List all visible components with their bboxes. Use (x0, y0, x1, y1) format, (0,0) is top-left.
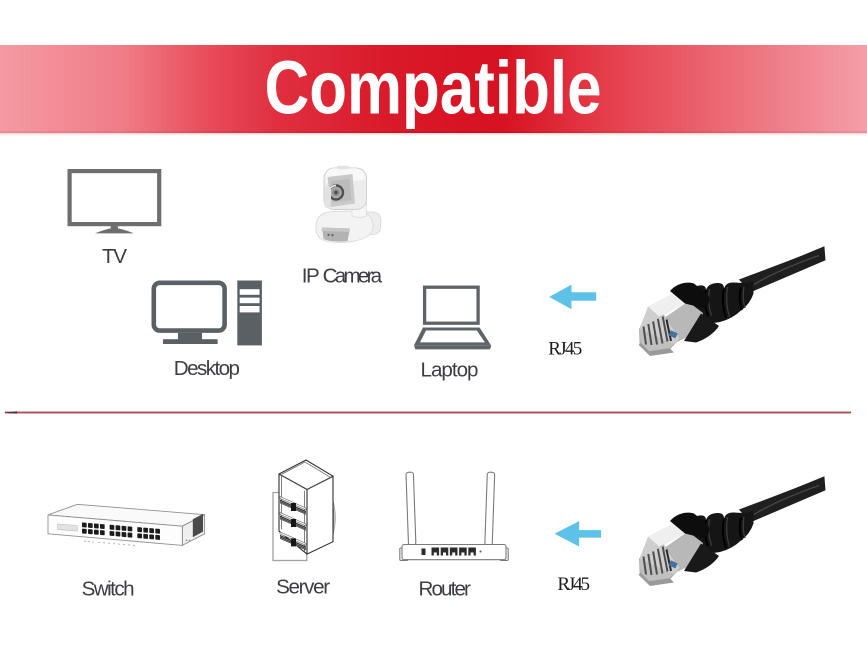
svg-text:Router: Router (419, 578, 472, 601)
svg-text:IP: IP (302, 265, 320, 288)
svg-text:Camera: Camera (323, 265, 383, 288)
svg-text:Switch: Switch (82, 577, 135, 600)
svg-text:Laptop: Laptop (421, 358, 479, 381)
svg-text:RJ45: RJ45 (548, 339, 582, 360)
svg-text:Compatible: Compatible (265, 46, 602, 130)
svg-text:Desktop: Desktop (174, 357, 240, 380)
svg-text:Server: Server (276, 575, 330, 598)
svg-text:RJ45: RJ45 (557, 574, 590, 595)
svg-text:TV: TV (102, 245, 127, 268)
